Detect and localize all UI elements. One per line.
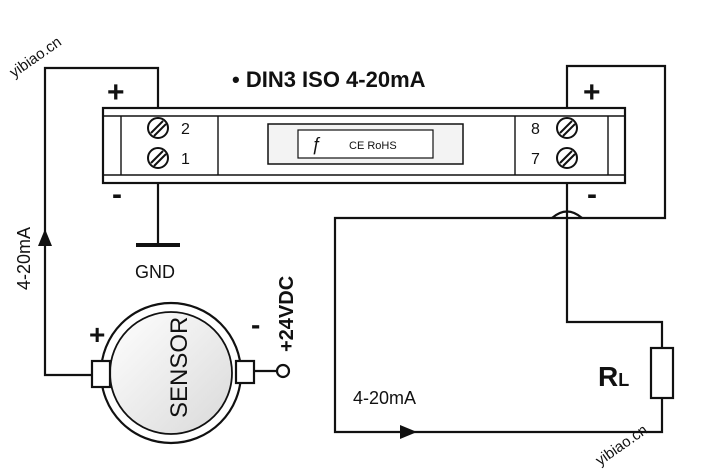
load-label-sub: L xyxy=(618,370,629,390)
wire-terminal-8 xyxy=(552,64,667,220)
terminal-number-2: 2 xyxy=(181,121,190,138)
sensor-plus-terminal xyxy=(90,359,112,389)
terminal-screw-2 xyxy=(147,117,169,139)
sensor-minus-sign: - xyxy=(251,309,260,340)
bottom-loop-arrow-icon xyxy=(400,425,417,439)
cert-marks: CE RoHS xyxy=(349,140,397,152)
right-minus-sign: - xyxy=(587,178,597,211)
right-plus-sign: + xyxy=(583,76,601,109)
wire-left-loop xyxy=(43,66,160,377)
load-label-main: R xyxy=(598,361,618,392)
terminal-screw-7 xyxy=(556,147,578,169)
supply-voltage-label: +24VDC xyxy=(276,276,298,352)
left-loop-arrow-icon xyxy=(38,229,52,246)
watermark-bottom: yibiao.cn xyxy=(593,421,651,469)
sensor-label: SENSOR xyxy=(166,317,193,418)
load-resistor xyxy=(649,346,675,400)
sensor: SENSOR xyxy=(90,301,256,445)
wires xyxy=(43,64,667,434)
brand-logo-icon: ƒ xyxy=(311,134,321,154)
din-module: ƒ CE RoHS xyxy=(101,106,627,185)
left-minus-sign: - xyxy=(112,178,122,211)
diagram-title: • DIN3 ISO 4-20mA xyxy=(232,67,426,92)
left-loop-current-label: 4-20mA xyxy=(14,227,34,290)
terminal-screw-1 xyxy=(147,147,169,169)
left-plus-sign: + xyxy=(107,76,125,109)
terminal-number-7: 7 xyxy=(531,151,540,168)
sensor-minus-terminal xyxy=(234,359,256,385)
supply-terminal xyxy=(275,363,291,379)
sensor-plus-sign: + xyxy=(89,319,105,350)
terminal-screw-8 xyxy=(556,117,578,139)
watermark-top: yibiao.cn xyxy=(7,33,65,81)
bottom-loop-current-label: 4-20mA xyxy=(353,388,416,408)
wire-terminal-7 xyxy=(565,158,664,348)
load-label: RL xyxy=(598,361,629,392)
terminal-number-8: 8 xyxy=(531,121,540,138)
gnd-label: GND xyxy=(135,262,175,282)
wire-load-return xyxy=(333,216,664,434)
terminal-number-1: 1 xyxy=(181,151,190,168)
